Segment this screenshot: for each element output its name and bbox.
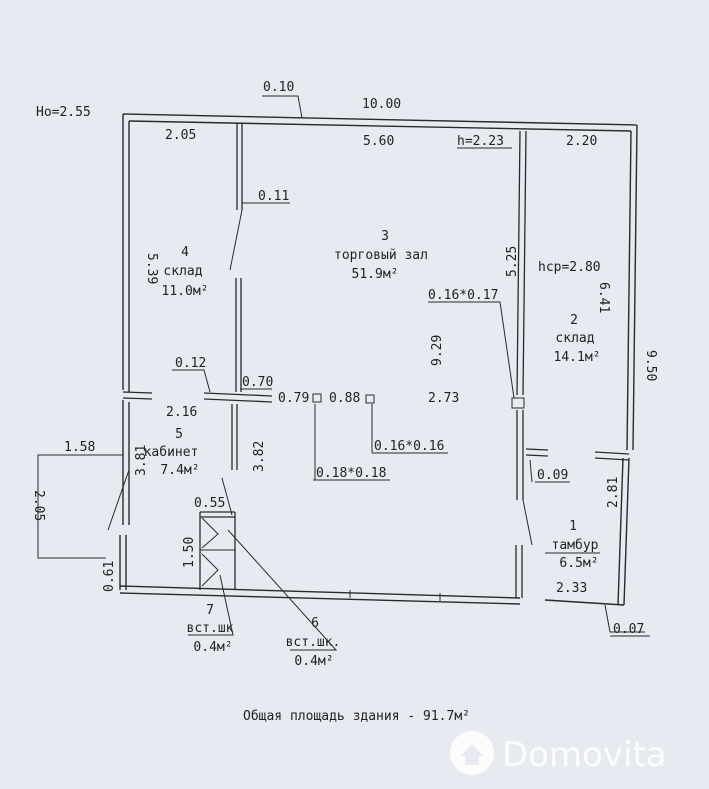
dim-top-wall: 0.10 xyxy=(263,80,294,95)
room2-name: склад xyxy=(555,331,594,346)
dim-hall-depth: 9.29 xyxy=(430,335,445,366)
dim-tambur-width: 2.33 xyxy=(556,581,587,596)
dim-room2-width: 2.20 xyxy=(566,134,597,149)
dim-col-gap3: 2.73 xyxy=(428,391,459,406)
room4-number: 4 xyxy=(181,245,189,260)
ceiling-height-label: Ho=2.55 xyxy=(36,105,91,120)
dim-porch-width: 1.58 xyxy=(64,440,95,455)
room3-number: 3 xyxy=(381,229,389,244)
dim-tambur-wall2: 0.07 xyxy=(613,622,644,637)
dim-overall-depth: 9.50 xyxy=(643,350,658,381)
room4-area: 11.0м² xyxy=(162,284,209,299)
dim-room2-depth: 6.41 xyxy=(596,282,611,313)
dim-hall-height: h=2.23 xyxy=(457,134,504,149)
dim-step: 0.61 xyxy=(102,561,117,592)
dim-porch-depth: 2.05 xyxy=(31,490,46,521)
dim-partition1: 0.11 xyxy=(258,189,289,204)
dimension-labels: Ho=2.55 0.10 10.00 2.05 5.60 h=2.23 2.20… xyxy=(31,80,658,637)
dim-partition2: 0.12 xyxy=(175,356,206,371)
domovita-watermark: Domovita xyxy=(450,731,667,775)
room6-area: 0.4м² xyxy=(294,654,333,669)
dim-closet-width: 0.55 xyxy=(194,496,225,511)
room6-number: 6 xyxy=(311,616,319,631)
room7-area: 0.4м² xyxy=(193,640,232,655)
dim-tambur-depth: 2.81 xyxy=(606,477,621,508)
dim-col-gap1: 0.79 xyxy=(278,391,309,406)
room1-number: 1 xyxy=(569,519,577,534)
dim-door1: 0.70 xyxy=(242,375,273,390)
dim-room2-height: hcp=2.80 xyxy=(538,260,601,275)
room2-number: 2 xyxy=(570,313,578,328)
dim-column-callout2: 0.16*0.16 xyxy=(374,439,444,454)
watermark-brand: Domovita xyxy=(502,735,667,775)
room3-area: 51.9м² xyxy=(352,267,399,282)
dim-closet-depth: 1.50 xyxy=(182,537,197,568)
dim-hall-width: 5.60 xyxy=(363,134,394,149)
room5-number: 5 xyxy=(175,427,183,442)
room7-number: 7 xyxy=(206,603,214,618)
total-area-label: Общая площадь здания - 91.7м² xyxy=(243,709,470,724)
dim-room4-depth: 5.39 xyxy=(144,253,159,284)
dim-column-callout1: 0.16*0.17 xyxy=(428,288,498,303)
room3-name: торговый зал xyxy=(334,248,428,263)
room4-name: склад xyxy=(163,264,202,279)
dim-tambur-wall: 0.09 xyxy=(537,468,568,483)
dim-room5-depth: 3.81 xyxy=(134,445,149,476)
domovita-logo-icon xyxy=(450,731,494,775)
room1-area: 6.5м² xyxy=(559,556,598,571)
outer-walls xyxy=(119,113,638,606)
dim-corridor-depth: 3.82 xyxy=(252,441,267,472)
dim-room4-width: 2.05 xyxy=(165,128,196,143)
dim-total-width: 10.00 xyxy=(362,97,401,112)
partitions xyxy=(37,123,645,633)
room1-name: тамбур xyxy=(552,538,599,553)
room-labels: 3 торговый зал 51.9м² 4 склад 11.0м² 2 с… xyxy=(144,229,601,669)
room5-area: 7.4м² xyxy=(160,463,199,478)
room6-name: вст.шк. xyxy=(286,635,341,650)
dim-col-gap2: 0.88 xyxy=(329,391,360,406)
leader-lines xyxy=(62,95,650,651)
room2-area: 14.1м² xyxy=(554,350,601,365)
room5-name: кабинет xyxy=(144,445,199,460)
room7-name: вст.шк xyxy=(187,621,234,636)
dim-hall-side: 5.25 xyxy=(505,246,520,277)
dim-column-callout3: 0.18*0.18 xyxy=(316,466,386,481)
dim-room5-width: 2.16 xyxy=(166,405,197,420)
